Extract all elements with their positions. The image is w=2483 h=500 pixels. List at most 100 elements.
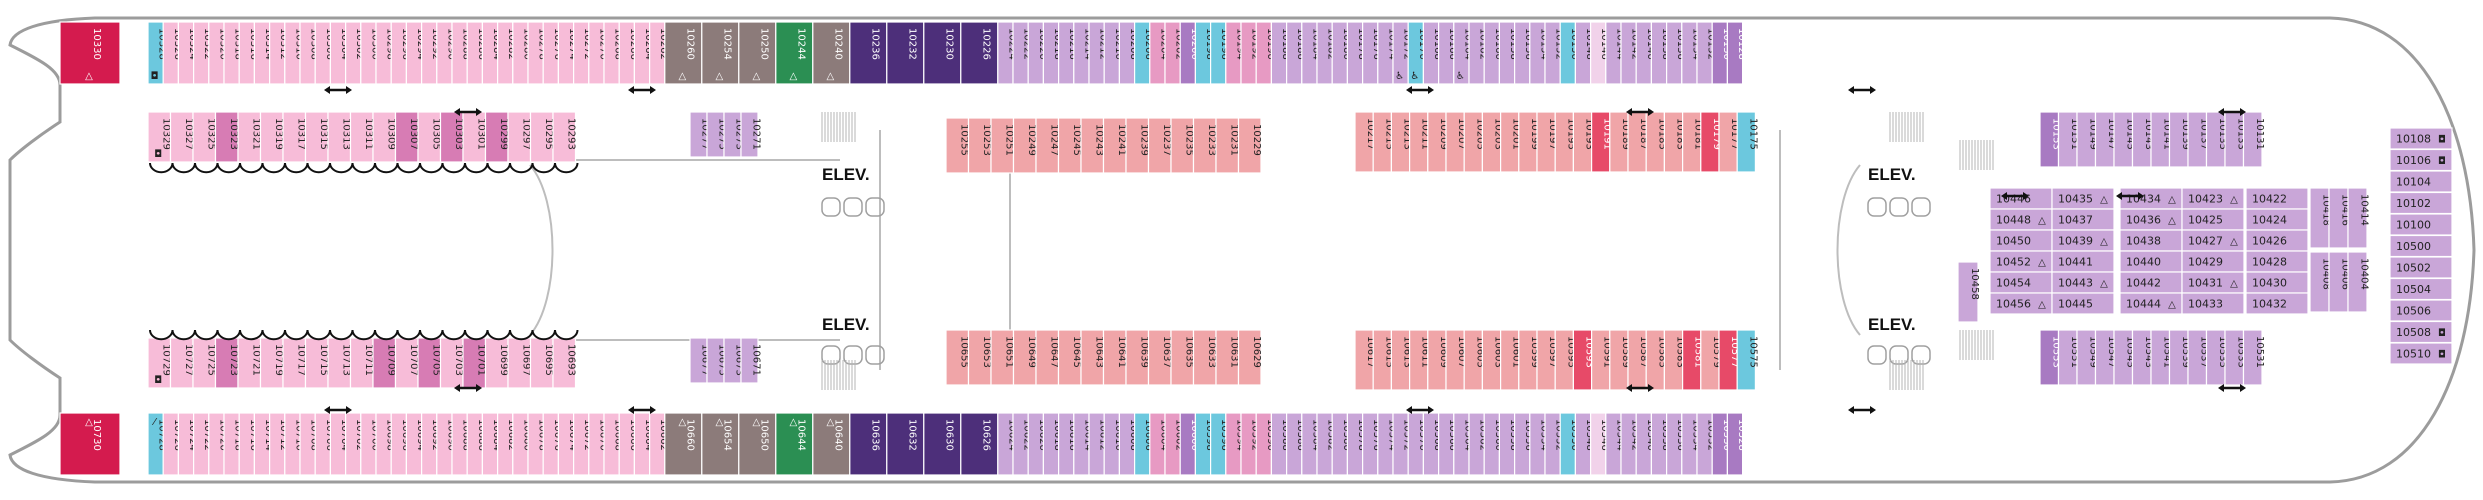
cabin-10723[interactable]: 10723 [214, 337, 239, 389]
cabin-10162[interactable]: 10162 [1468, 21, 1489, 85]
cabin-10209[interactable]: 10209 [1427, 111, 1449, 173]
cabin-10713[interactable]: 10713 [327, 337, 351, 389]
cabin-10213[interactable]: 10213 [1390, 111, 1413, 173]
cabin-10232[interactable]: 10232 [886, 21, 925, 85]
cabin-10644[interactable]: 10644△ [775, 412, 814, 476]
cabin-10715[interactable]: 10715 [304, 337, 329, 389]
cabin-10326[interactable]: 10326 [162, 21, 183, 85]
cabin-10650[interactable]: 10650△ [738, 412, 777, 476]
cabin-10714[interactable]: 10714 [253, 412, 274, 476]
cabin-10305[interactable]: 10305 [417, 111, 441, 163]
cabin-10323[interactable]: 10323 [214, 111, 239, 163]
cabin-10580[interactable]: 10580 [1331, 412, 1352, 476]
cabin-10150[interactable]: 10150 [1559, 21, 1580, 85]
cabin-10437[interactable]: 10437 [2051, 208, 2115, 231]
cabin-10643[interactable]: 10643 [1080, 329, 1104, 386]
cabin-10436[interactable]: 10436△ [2119, 208, 2183, 231]
cabin-10630[interactable]: 10630 [923, 412, 962, 476]
cabin-10440[interactable]: 10440 [2119, 250, 2183, 273]
cabin-10653[interactable]: 10653 [967, 329, 992, 386]
cabin-10641[interactable]: 10641 [1102, 329, 1127, 386]
cabin-10566[interactable]: 10566 [1437, 412, 1459, 476]
cabin-10255[interactable]: 10255 [945, 117, 969, 174]
cabin-10431[interactable]: 10431△ [2181, 271, 2245, 294]
cabin-10183[interactable]: 10183 [1663, 111, 1686, 173]
cabin-10131[interactable]: 10131 [2242, 111, 2265, 168]
cabin-10720[interactable]: 10720 [208, 412, 229, 476]
cabin-10104[interactable]: 10104 [2389, 170, 2453, 193]
cabin-10321[interactable]: 10321 [237, 111, 261, 163]
cabin-10249[interactable]: 10249 [1012, 117, 1037, 174]
cabin-10682[interactable]: 10682 [497, 412, 518, 476]
cabin-10654[interactable]: 10654△ [701, 412, 740, 476]
cabin-10197[interactable]: 10197 [1536, 111, 1558, 173]
cabin-10617[interactable]: 10617 [1354, 329, 1376, 391]
cabin-10429[interactable]: 10429 [2181, 250, 2245, 273]
cabin-10694[interactable]: 10694 [405, 412, 426, 476]
cabin-10575[interactable]: 10575 [1736, 329, 1758, 391]
cabin-10695[interactable]: 10695 [529, 337, 554, 389]
cabin-10636[interactable]: 10636 [849, 412, 888, 476]
cabin-10693[interactable]: 10693 [552, 337, 576, 389]
cabin-10327[interactable]: 10327 [169, 111, 194, 163]
cabin-10584[interactable]: 10584 [1301, 412, 1322, 476]
cabin-10233[interactable]: 10233 [1192, 117, 1217, 174]
cabin-10633[interactable]: 10633 [1192, 329, 1217, 386]
cabin-10425[interactable]: 10425 [2181, 208, 2245, 231]
cabin-10649[interactable]: 10649 [1012, 329, 1037, 386]
cabin-10164[interactable]: 10164♿ [1453, 21, 1474, 85]
cabin-10175[interactable]: 10175 [1736, 111, 1758, 173]
cabin-10707[interactable]: 10707 [394, 337, 419, 389]
cabin-10441[interactable]: 10441 [2051, 250, 2115, 273]
cabin-10500[interactable]: 10500 [2389, 234, 2453, 258]
cabin-10432[interactable]: 10432 [2245, 292, 2309, 315]
cabin-10319[interactable]: 10319 [259, 111, 284, 163]
cabin-10647[interactable]: 10647 [1035, 329, 1059, 386]
cabin-10128[interactable]: 10128 [1726, 21, 1747, 85]
cabin-10293[interactable]: 10293 [552, 111, 576, 163]
cabin-10442[interactable]: 10442 [2119, 271, 2183, 294]
cabin-10604[interactable]: 10604 [1149, 412, 1170, 476]
cabin-10446[interactable]: 10446 [1989, 187, 2053, 210]
cabin-10247[interactable]: 10247 [1035, 117, 1059, 174]
cabin-10454[interactable]: 10454 [1989, 271, 2053, 294]
cabin-10301[interactable]: 10301 [462, 111, 486, 163]
cabin-10445[interactable]: 10445 [2051, 292, 2115, 315]
cabin-10139[interactable]: 10139 [2168, 111, 2191, 168]
cabin-10717[interactable]: 10717 [282, 337, 306, 389]
cabin-10236[interactable]: 10236 [849, 21, 888, 85]
cabin-10629[interactable]: 10629 [1237, 329, 1262, 386]
cabin-10510[interactable]: 10510◘ [2389, 342, 2453, 365]
cabin-10278[interactable]: 10278 [527, 21, 548, 85]
cabin-10725[interactable]: 10725 [192, 337, 216, 389]
cabin-10308[interactable]: 10308 [299, 21, 320, 85]
cabin-10108[interactable]: 10108◘ [2389, 127, 2453, 150]
cabin-10414[interactable]: 10414 [2347, 187, 2370, 249]
cabin-10145[interactable]: 10145 [2113, 111, 2135, 168]
cabin-10309[interactable]: 10309 [372, 111, 396, 163]
cabin-10528[interactable]: 10528 [1726, 412, 1747, 476]
cabin-10295[interactable]: 10295 [529, 111, 554, 163]
cabin-10592[interactable]: 10592 [1240, 412, 1261, 476]
cabin-10147[interactable]: 10147 [2094, 111, 2117, 168]
cabin-10671[interactable]: 10671 [740, 337, 762, 384]
cabin-10153[interactable]: 10153 [2039, 111, 2061, 168]
cabin-10311[interactable]: 10311 [349, 111, 374, 163]
cabin-10538[interactable]: 10538 [1650, 412, 1671, 476]
cabin-10177[interactable]: 10177 [1718, 111, 1740, 173]
cabin-10426[interactable]: 10426 [2245, 229, 2309, 252]
cabin-10271[interactable]: 10271 [740, 111, 762, 158]
cabin-10666[interactable]: 10666 [618, 412, 639, 476]
cabin-10724[interactable]: 10724 [177, 412, 198, 476]
cabin-10645[interactable]: 10645 [1057, 329, 1082, 386]
cabin-10428[interactable]: 10428 [2245, 250, 2309, 273]
cabin-10172[interactable]: 10172♿ [1392, 21, 1413, 85]
cabin-10102[interactable]: 10102 [2389, 191, 2453, 215]
cabin-10322[interactable]: 10322 [193, 21, 214, 85]
cabin-10558[interactable]: 10558 [1498, 412, 1519, 476]
cabin-10330[interactable]: 10330△ [59, 21, 121, 85]
cabin-10245[interactable]: 10245 [1057, 117, 1082, 174]
cabin-10427[interactable]: 10427△ [2181, 229, 2245, 252]
cabin-10307[interactable]: 10307 [394, 111, 419, 163]
cabin-10423[interactable]: 10423△ [2181, 187, 2245, 210]
